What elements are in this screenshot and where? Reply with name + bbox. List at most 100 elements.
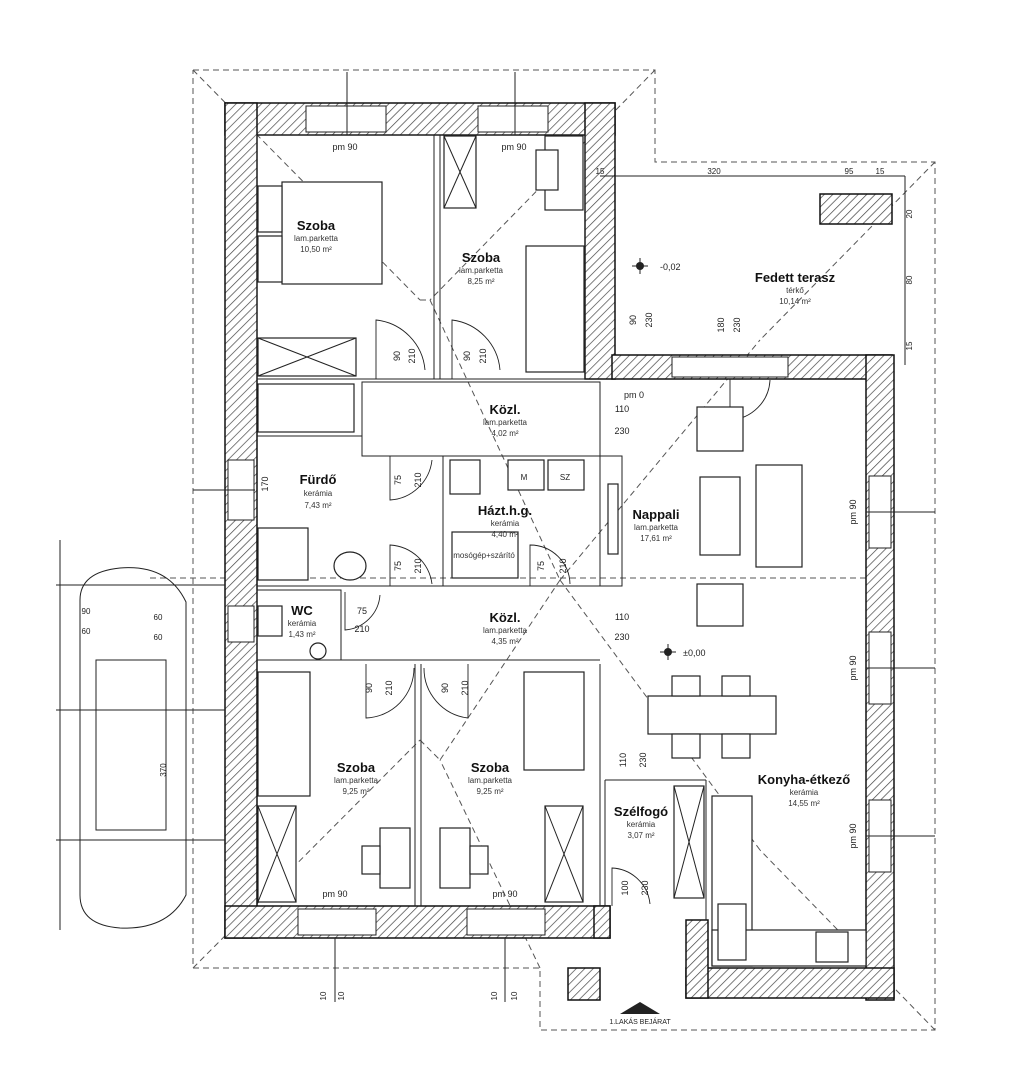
kozl-1-floor: lam.parketta (483, 418, 528, 427)
kozl-1-area: 4,02 m² (491, 429, 518, 438)
door-230-d: 230 (732, 317, 742, 332)
exterior-walls (224, 102, 895, 1001)
door-210-i: 210 (460, 680, 470, 695)
dim-15-a: 15 (596, 167, 605, 176)
pm90-bottom-right: pm 90 (492, 889, 517, 899)
opening-230-a: 230 (614, 426, 629, 436)
door-75-e: 75 (393, 475, 403, 485)
dim-90-left: 90 (82, 607, 91, 616)
szelfogo-name: Szélfogó (614, 804, 668, 819)
level-markers: -0,02 ±0,00 (632, 258, 705, 660)
m-label: M (521, 473, 528, 482)
szoba-1-name: Szoba (297, 218, 336, 233)
pm0-label: pm 0 (624, 390, 644, 400)
kozl-1-name: Közl. (489, 402, 520, 417)
szoba-2-floor: lam.parketta (459, 266, 504, 275)
haztart-name: Házt.h.g. (478, 503, 532, 518)
dim-20: 20 (905, 209, 914, 218)
doors (344, 319, 771, 906)
dim-10-b: 10 (337, 991, 346, 1000)
door-90-i: 90 (440, 683, 450, 693)
dimension-lines (193, 72, 935, 1002)
szelfogo-area: 3,07 m² (627, 831, 654, 840)
dim-15-b: 15 (876, 167, 885, 176)
door-90-b: 90 (462, 351, 472, 361)
pm170-label: 170 (260, 476, 270, 491)
door-75-wc: 75 (357, 606, 367, 616)
szoba-3-area: 9,25 m² (342, 787, 369, 796)
door-75-g: 75 (536, 561, 546, 571)
gep-label: mosógép+szárító (453, 551, 515, 560)
nappali-floor: lam.parketta (634, 523, 679, 532)
furniture (257, 135, 893, 1001)
door-230-c: 230 (644, 312, 654, 327)
dim-15-c: 15 (905, 341, 914, 350)
room-labels: Szoba lam.parketta 10,50 m² Szoba lam.pa… (288, 218, 851, 840)
pm90-right-3: pm 90 (848, 823, 858, 848)
level-minus-002: -0,02 (660, 262, 681, 272)
nappali-area: 17,61 m² (640, 534, 672, 543)
fedett-terasz-floor: térkő (786, 286, 804, 295)
szoba-1-area: 10,50 m² (300, 245, 332, 254)
dim-60-mid-a: 60 (154, 613, 163, 622)
dim-60-left: 60 (82, 627, 91, 636)
dim-10-d: 10 (510, 991, 519, 1000)
dim-10-c: 10 (490, 991, 499, 1000)
sz-label: SZ (560, 473, 570, 482)
nappali-name: Nappali (633, 507, 680, 522)
opening-230-c: 230 (638, 752, 648, 767)
szoba-1-floor: lam.parketta (294, 234, 339, 243)
door-210-a: 210 (407, 348, 417, 363)
door-210-g: 210 (558, 558, 568, 573)
kozl-2-floor: lam.parketta (483, 626, 528, 635)
opening-110-c: 110 (618, 753, 628, 767)
konyha-floor: kerámia (790, 788, 819, 797)
door-180-d: 180 (716, 317, 726, 332)
door-90-h: 90 (364, 683, 374, 693)
furdo-floor: kerámia (304, 489, 333, 498)
dim-95: 95 (845, 167, 854, 176)
wc-floor: kerámia (288, 619, 317, 628)
szoba-3-name: Szoba (337, 760, 376, 775)
car-outline (56, 540, 225, 930)
door-90-c: 90 (628, 315, 638, 325)
szoba-4-floor: lam.parketta (468, 776, 513, 785)
konyha-area: 14,55 m² (788, 799, 820, 808)
door-210-wc: 210 (354, 624, 369, 634)
pm90-right-2: pm 90 (848, 655, 858, 680)
opening-110-b: 110 (615, 612, 629, 622)
haztart-floor: kerámia (491, 519, 520, 528)
szoba-4-name: Szoba (471, 760, 510, 775)
pm90-right-1: pm 90 (848, 499, 858, 524)
szoba-4-area: 9,25 m² (476, 787, 503, 796)
door-75-f: 75 (393, 561, 403, 571)
door-210-f: 210 (413, 558, 423, 573)
dimension-labels: pm 90 pm 90 pm 90 pm 90 pm 0 pm 90 pm 90… (82, 142, 914, 1000)
wc-name: WC (291, 603, 313, 618)
kozl-2-name: Közl. (489, 610, 520, 625)
door-230-j: 230 (640, 880, 650, 895)
pm90-top-right: pm 90 (501, 142, 526, 152)
interior-walls (256, 134, 707, 920)
szoba-2-area: 8,25 m² (467, 277, 494, 286)
haztart-area: 4,40 m² (491, 530, 518, 539)
dim-10-a: 10 (319, 991, 328, 1000)
dim-80: 80 (905, 275, 914, 284)
door-210-e: 210 (413, 472, 423, 487)
opening-230-b: 230 (614, 632, 629, 642)
entry-arrow (620, 1002, 660, 1014)
fedett-terasz-area: 10,14 m² (779, 297, 811, 306)
door-90-a: 90 (392, 351, 402, 361)
szelfogo-floor: kerámia (627, 820, 656, 829)
door-210-h: 210 (384, 680, 394, 695)
szoba-2-name: Szoba (462, 250, 501, 265)
level-zero: ±0,00 (683, 648, 705, 658)
entry-label: 1.LAKÁS BEJÁRAT (609, 1017, 671, 1026)
pm90-top-left: pm 90 (332, 142, 357, 152)
wc-area: 1,43 m² (288, 630, 315, 639)
furdo-area: 7,43 m² (304, 501, 331, 510)
fedett-terasz-name: Fedett terasz (755, 270, 836, 285)
door-100-j: 100 (620, 880, 630, 895)
door-210-b: 210 (478, 348, 488, 363)
